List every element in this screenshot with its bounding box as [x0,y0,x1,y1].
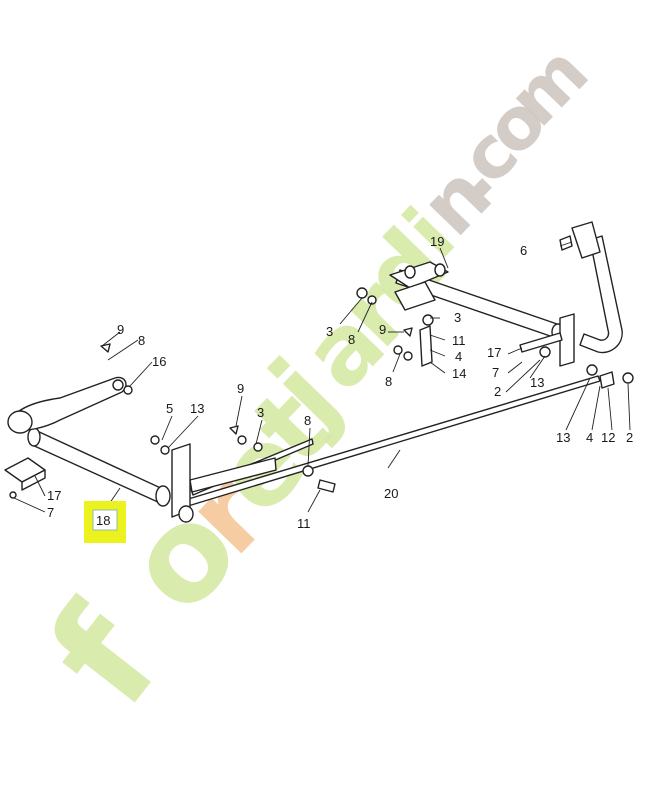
part-label[interactable]: 12 [601,430,615,445]
rocker-shaft [27,427,171,507]
part-label[interactable]: 17 [47,488,61,503]
right-handle [571,221,623,354]
highlight-inner [92,509,118,531]
pivot-block [389,261,449,311]
center-lever-plate [171,443,277,523]
part-label[interactable]: 13 [556,430,570,445]
part-label[interactable]: 4 [586,430,593,445]
part-label[interactable]: 7 [492,365,499,380]
part-label[interactable]: 3 [257,405,264,420]
part-label[interactable]: 13 [190,401,204,416]
part-label[interactable]: 3 [454,310,461,325]
hardware [9,235,634,499]
part-label[interactable]: 9 [237,381,244,396]
part-label[interactable]: 9 [379,322,386,337]
part-label[interactable]: 2 [626,430,633,445]
part-label[interactable]: 14 [452,366,466,381]
part-label[interactable]: 11 [297,516,311,531]
part-label[interactable]: 9 [117,322,124,337]
left-bracket [4,457,46,491]
part-label[interactable]: 19 [430,234,444,249]
part-label[interactable]: 3 [326,324,333,339]
part-labels: 19 6 3 8 3 11 9 4 14 8 17 7 13 2 13 4 12… [47,234,633,531]
part-label[interactable]: 8 [138,333,145,348]
part-label[interactable]: 7 [47,505,54,520]
part-label[interactable]: 8 [385,374,392,389]
part-label[interactable]: 13 [530,375,544,390]
part-label-18[interactable]: 18 [96,513,110,528]
part-label[interactable]: 2 [494,384,501,399]
left-arm [7,376,127,434]
part-label[interactable]: 8 [304,413,311,428]
part-label[interactable]: 11 [452,333,466,348]
part-label[interactable]: 20 [384,486,398,501]
part-label[interactable]: 4 [455,349,462,364]
part-label[interactable]: 16 [152,354,166,369]
part-label[interactable]: 8 [348,332,355,347]
part-label[interactable]: 6 [520,243,527,258]
part-label[interactable]: 5 [166,401,173,416]
right-bracket-plate [519,313,575,367]
part-label[interactable]: 17 [487,345,501,360]
